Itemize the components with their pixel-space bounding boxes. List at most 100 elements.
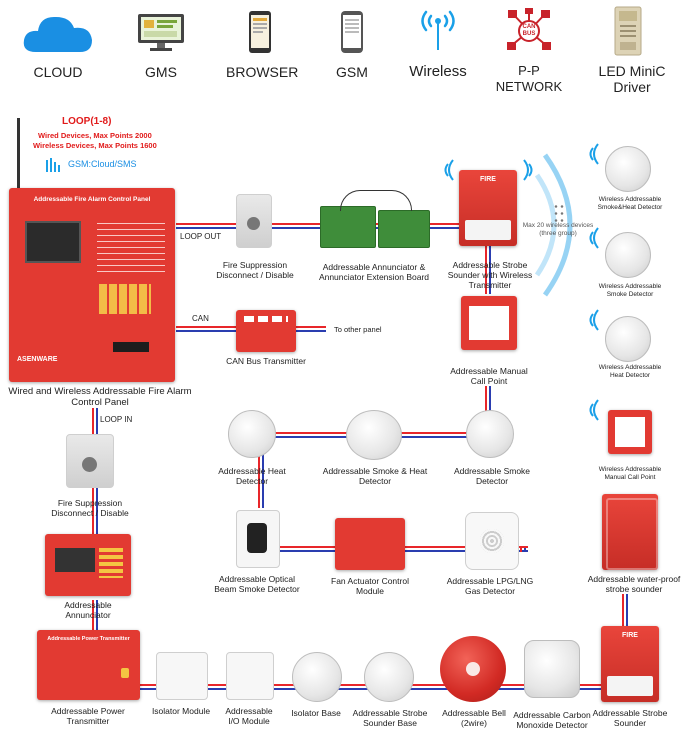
- heat-detector-label: Addressable Heat Detector: [218, 466, 286, 486]
- strobe-sounder-wireless-label: Addressable Strobe Sounder with Wireless…: [447, 260, 533, 290]
- browser-label: BROWSER: [226, 64, 299, 80]
- panel-brand: ASENWARE: [17, 356, 58, 363]
- wifi-icon: [523, 159, 533, 181]
- isolator-base[interactable]: [292, 652, 342, 702]
- panel-antenna: [17, 118, 20, 190]
- led-driver-icon: [614, 6, 642, 56]
- isolator-base-label: Isolator Base: [291, 708, 341, 718]
- waterproof-strobe-sounder[interactable]: [602, 494, 658, 570]
- annunciator-extension-board: [378, 210, 430, 248]
- panel-loop-label: LOOP(1-8): [62, 116, 112, 127]
- panel-spec-wireless: Wireless Devices, Max Points 1600: [33, 141, 157, 150]
- fan-actuator-control-module[interactable]: [335, 518, 405, 570]
- wire-left-down1: [92, 482, 98, 534]
- waterproof-strobe-label: Addressable water-proof strobe sounder: [587, 574, 681, 594]
- tablet-icon: [249, 11, 271, 53]
- wl-mcp-label: Wireless Addressable Manual Call Point: [598, 466, 662, 481]
- addressable-bell[interactable]: [440, 636, 506, 702]
- suppression-key-icon: [82, 457, 97, 472]
- wireless-heat-detector[interactable]: [605, 316, 651, 362]
- wire-mcp-up: [485, 246, 491, 294]
- smoke-detector[interactable]: [466, 410, 514, 458]
- gsm-signal-icon: [46, 158, 60, 172]
- annunciator[interactable]: [45, 534, 131, 596]
- can-bus-transmitter[interactable]: [236, 310, 296, 352]
- panel-gsm-label: GSM:Cloud/SMS: [68, 159, 137, 169]
- cloud-label: CLOUD: [33, 64, 83, 80]
- wire-beam-up: [258, 448, 264, 508]
- strobe-sounder[interactable]: FIRE: [601, 626, 659, 702]
- strobe-sounder-base-label: Addressable Strobe Sounder Base: [352, 708, 428, 728]
- power-transmitter[interactable]: Addressable Power Transmitter: [37, 630, 140, 700]
- power-transmitter-label: Addressable Power Transmitter: [51, 706, 125, 726]
- smoke-heat-detector-label: Addressable Smoke & Heat Detector: [322, 466, 428, 486]
- loop-out-label: LOOP OUT: [180, 232, 222, 241]
- strobe-lens: [607, 676, 653, 696]
- io-module[interactable]: [226, 652, 274, 700]
- strobe-fire-text: FIRE: [622, 632, 638, 639]
- gas-detector-label: Addressable LPG/LNG Gas Detector: [446, 576, 534, 596]
- can-bus-icon: [507, 8, 551, 50]
- lpg-lng-gas-detector[interactable]: [465, 512, 519, 570]
- annunciator-label: Addressable Annunciator: [64, 600, 112, 620]
- manual-call-point[interactable]: [461, 296, 517, 350]
- strobe-lens: [465, 220, 511, 240]
- fire-suppression-switch-top[interactable]: [236, 194, 272, 248]
- gms-label: GMS: [145, 64, 177, 80]
- optical-beam-smoke-detector[interactable]: [236, 510, 280, 568]
- isolator-module[interactable]: [156, 652, 208, 700]
- wireless-manual-call-point[interactable]: [608, 410, 652, 454]
- bell-dome-center: [466, 662, 480, 676]
- annunciator-board: [320, 206, 376, 248]
- manual-call-point-label: Addressable Manual Call Point: [450, 366, 528, 386]
- strobe-sounder-base[interactable]: [364, 652, 414, 702]
- power-transmitter-key: [121, 668, 129, 678]
- suppression-key-icon: [247, 217, 260, 230]
- wifi-icon: [589, 143, 599, 165]
- wireless-smoke-detector[interactable]: [605, 232, 651, 278]
- wire-loop-out: [176, 223, 462, 229]
- board-cable: [340, 190, 412, 211]
- gsm-label: GSM: [336, 64, 368, 80]
- panel-spec-wired: Wired Devices, Max Points 2000: [38, 131, 152, 140]
- heat-detector[interactable]: [228, 410, 276, 458]
- wire-can-dashed: [296, 326, 326, 332]
- pp-network-label: P-P NETWORK: [495, 63, 563, 94]
- wire-strobe-up: [622, 594, 628, 626]
- mcp-glass: [469, 306, 509, 340]
- fire-suppression-left-label: Fire Suppression Disconnect / Disable: [51, 498, 129, 518]
- power-transmitter-panel-title: Addressable Power Transmitter: [47, 636, 130, 642]
- smoke-detector-label: Addressable Smoke Detector: [453, 466, 531, 486]
- waterproof-cover: [606, 498, 658, 570]
- panel-keypad[interactable]: [99, 284, 151, 314]
- fire-suppression-top-label: Fire Suppression Disconnect / Disable: [216, 260, 294, 280]
- annunciator-screen: [55, 548, 95, 572]
- smoke-heat-detector[interactable]: [346, 410, 402, 460]
- wire-gas-right: [520, 548, 526, 552]
- annunciator-board-label: Addressable Annunciator & Annunciator Ex…: [318, 262, 430, 282]
- max-wireless-label: Max 20 wireless devices (three group): [522, 222, 594, 237]
- strobe-sounder-label: Addressable Strobe Sounder: [592, 708, 668, 728]
- beam-lens: [247, 523, 267, 553]
- wire-left-down2: [92, 600, 98, 630]
- can-label: CAN: [192, 314, 209, 323]
- cloud-icon: [23, 16, 92, 52]
- fan-actuator-label: Fan Actuator Control Module: [331, 576, 409, 596]
- wireless-smoke-heat-detector[interactable]: [605, 146, 651, 192]
- isolator-module-label: Isolator Module: [151, 706, 211, 716]
- monitor-icon: [138, 14, 184, 51]
- strobe-sounder-wireless[interactable]: FIRE: [459, 170, 517, 246]
- annunciator-buttons: [99, 548, 123, 578]
- wireless-dots: [553, 203, 565, 225]
- bell-label: Addressable Bell (2wire): [442, 708, 506, 728]
- wire-loop-in: [92, 408, 98, 436]
- fire-alarm-control-panel[interactable]: Addressable Fire Alarm Control Panel ASE…: [9, 188, 175, 382]
- wireless-label: Wireless: [409, 63, 467, 80]
- carbon-monoxide-detector[interactable]: [524, 640, 580, 698]
- fire-suppression-switch-left[interactable]: [66, 434, 114, 488]
- wl-smoke-label: Wireless Addressable Smoke Detector: [598, 283, 662, 298]
- wire-mcp-down: [485, 386, 491, 416]
- to-other-panel-label: To other panel: [334, 325, 382, 334]
- loop-in-label: LOOP IN: [100, 415, 133, 424]
- beam-detector-label: Addressable Optical Beam Smoke Detector: [214, 574, 300, 594]
